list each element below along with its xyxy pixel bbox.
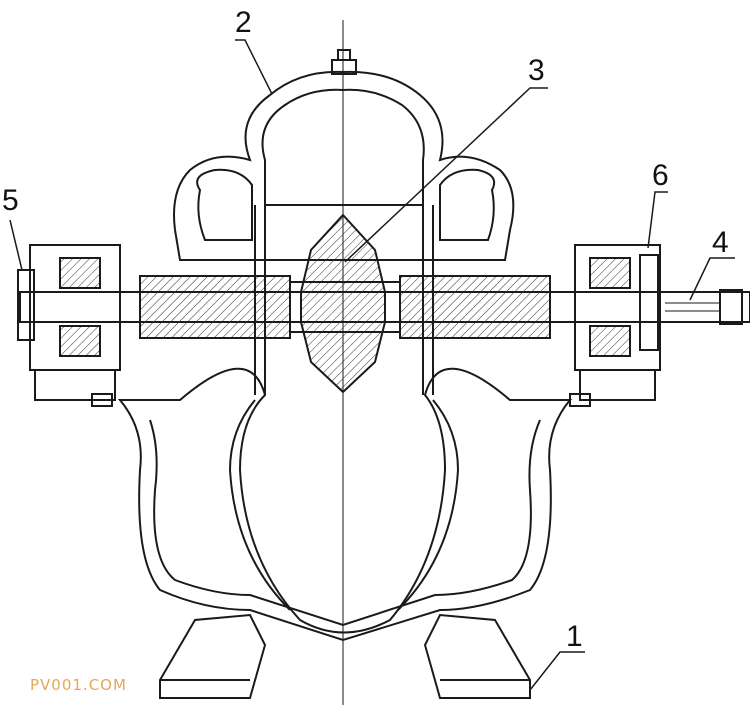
right-lower-chamber xyxy=(397,399,460,611)
left-bearing-cap xyxy=(17,269,35,341)
lower-casing-outline xyxy=(117,367,573,642)
callout-4: 4 xyxy=(712,226,729,259)
right-bearing xyxy=(589,257,631,289)
watermark-text: PV001.COM xyxy=(30,676,127,694)
top-vent-bolt xyxy=(337,49,351,61)
impeller xyxy=(300,213,386,394)
right-support-foot xyxy=(423,613,531,699)
leader-line-6 xyxy=(647,191,668,249)
leader-line-3 xyxy=(344,87,548,263)
left-flange-bolt xyxy=(91,393,113,407)
leader-line-1 xyxy=(529,651,585,691)
upper-casing-inner xyxy=(261,88,425,206)
left-bearing xyxy=(59,257,101,289)
lower-casing-inner xyxy=(149,419,541,627)
callout-5: 5 xyxy=(2,184,19,217)
left-volute-lobe xyxy=(196,168,253,241)
shaft-coupling-end xyxy=(719,289,743,325)
left-lower-chamber xyxy=(228,399,291,611)
left-shaft-sleeve xyxy=(139,275,291,339)
callout-6: 6 xyxy=(652,159,669,192)
left-support-foot xyxy=(159,613,267,699)
left-bearing-lower xyxy=(59,325,101,357)
right-bearing-lower xyxy=(589,325,631,357)
right-chamber-wall xyxy=(422,205,434,395)
right-bearing-cap xyxy=(639,254,659,351)
callout-1: 1 xyxy=(566,620,583,653)
leader-line-2 xyxy=(235,39,273,95)
right-shaft-sleeve xyxy=(399,275,551,339)
leader-line-5 xyxy=(9,219,23,271)
right-volute-lobe xyxy=(439,168,496,241)
upper-casing-outline xyxy=(173,70,515,261)
callout-3: 3 xyxy=(528,54,545,87)
leader-line-4 xyxy=(689,257,735,301)
impeller-hub xyxy=(289,281,401,333)
right-bearing-foot xyxy=(579,369,656,401)
callout-2: 2 xyxy=(235,6,252,39)
left-bearing-foot xyxy=(34,369,116,401)
right-flange-bolt xyxy=(569,393,591,407)
left-chamber-wall xyxy=(254,205,266,395)
